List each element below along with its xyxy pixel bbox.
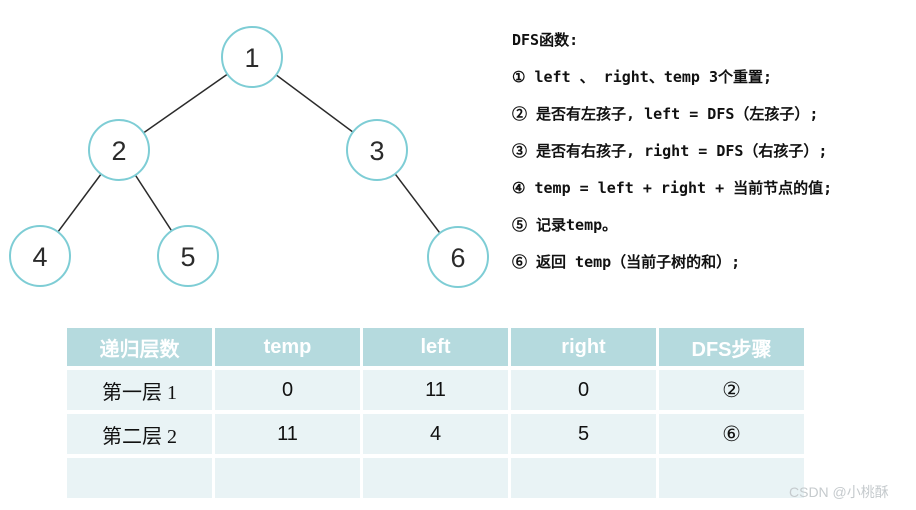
dfs-notes-step-3: ③ 是否有右孩子, right = DFS（右孩子）; bbox=[512, 142, 828, 160]
table-row1-level: 第一层 1 bbox=[67, 370, 212, 410]
tree-node: 3 bbox=[346, 119, 408, 181]
tree-node: 6 bbox=[427, 226, 489, 288]
tree-node-circle bbox=[9, 225, 71, 287]
table-header-temp: temp bbox=[215, 328, 360, 366]
table-row3-right bbox=[511, 458, 656, 498]
table-header-left: left bbox=[363, 328, 508, 366]
table-row3-step bbox=[659, 458, 804, 498]
tree-node-label: 1 bbox=[244, 43, 259, 73]
table-row2-step: ⑥ bbox=[659, 414, 804, 454]
table-row1-step: ② bbox=[659, 370, 804, 410]
tree-node-circle bbox=[157, 225, 219, 287]
tree-node: 4 bbox=[9, 225, 71, 287]
dfs-trace-table: 递归层数 temp left right DFS步骤 第一层 1 0 11 0 … bbox=[67, 328, 804, 498]
dfs-notes-step-4: ④ temp = left + right + 当前节点的值; bbox=[512, 179, 833, 197]
tree-node-circle bbox=[346, 119, 408, 181]
tree-node-label: 5 bbox=[180, 242, 195, 272]
tree-svg: 1 2 3 4 5 6 bbox=[9, 26, 489, 288]
tree-node: 2 bbox=[88, 119, 150, 181]
table-row3-temp bbox=[215, 458, 360, 498]
dfs-notes-step-6: ⑥ 返回 temp（当前子树的和）; bbox=[512, 253, 741, 271]
tree-node-circle bbox=[221, 26, 283, 88]
table-row2-left: 4 bbox=[363, 414, 508, 454]
table-row1-right: 0 bbox=[511, 370, 656, 410]
table-header-dfs-step: DFS步骤 bbox=[659, 328, 804, 366]
table-header-right: right bbox=[511, 328, 656, 366]
tree-node: 1 bbox=[221, 26, 283, 88]
table-row2-temp: 11 bbox=[215, 414, 360, 454]
dfs-notes-title: DFS函数: bbox=[512, 31, 579, 49]
dfs-notes-step-2: ② 是否有左孩子, left = DFS（左孩子）; bbox=[512, 105, 819, 123]
dfs-notes-step-1: ① left 、 right、temp 3个重置; bbox=[512, 68, 773, 86]
table-header-recursion-level: 递归层数 bbox=[67, 328, 212, 366]
dfs-notes: DFS函数: ① left 、 right、temp 3个重置; ② 是否有左孩… bbox=[512, 22, 912, 281]
tree-node-circle bbox=[88, 119, 150, 181]
table-row2-right: 5 bbox=[511, 414, 656, 454]
dfs-notes-step-5: ⑤ 记录temp。 bbox=[512, 216, 618, 234]
tree-node-label: 6 bbox=[450, 243, 465, 273]
tree-node-label: 2 bbox=[111, 136, 126, 166]
tree-node-circle bbox=[427, 226, 489, 288]
table-row3-level bbox=[67, 458, 212, 498]
table-row1-temp: 0 bbox=[215, 370, 360, 410]
table-row1-left: 11 bbox=[363, 370, 508, 410]
tree-node-label: 4 bbox=[32, 242, 47, 272]
table-row3-left bbox=[363, 458, 508, 498]
tree-node: 5 bbox=[157, 225, 219, 287]
csdn-watermark: CSDN @小桃酥 bbox=[789, 484, 889, 500]
table-row2-level: 第二层 2 bbox=[67, 414, 212, 454]
tree-node-label: 3 bbox=[369, 136, 384, 166]
